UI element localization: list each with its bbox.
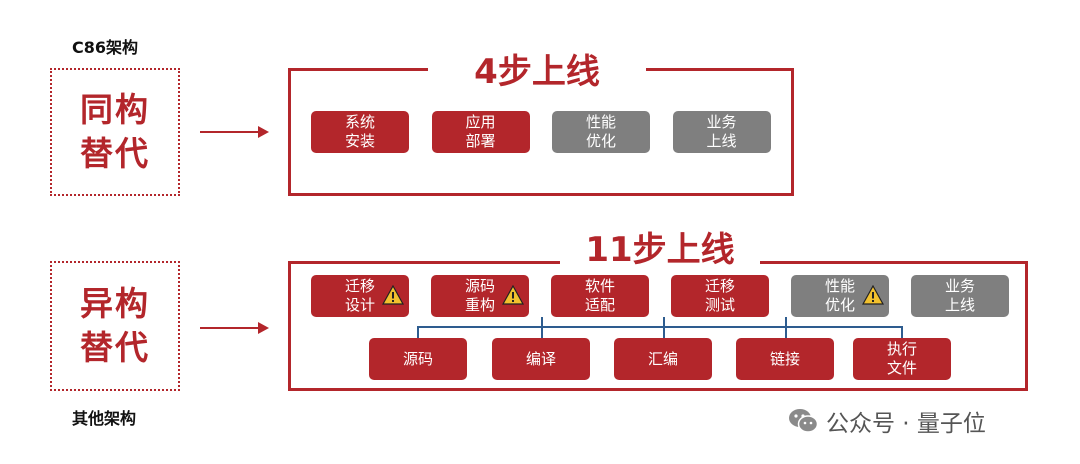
bottom-step-4: 迁移 测试 (671, 275, 769, 317)
top-step-3: 性能 优化 (552, 111, 650, 153)
homogeneous-line1: 同构 (80, 90, 150, 129)
bottom-step-6: 业务 上线 (911, 275, 1009, 317)
substep-step-4: 链接 (736, 338, 834, 380)
warning-icon (381, 284, 405, 305)
bottom-frame-gap (560, 254, 760, 268)
substep-step-2: 编译 (492, 338, 590, 380)
top-step-label: 系统 安装 (344, 113, 375, 150)
top-arrow-line (200, 131, 260, 133)
top-step-4: 业务 上线 (672, 111, 771, 153)
warning-icon (501, 284, 525, 305)
other-arch-label: 其他架构 (72, 409, 137, 428)
substep-step-label: 编译 (525, 349, 556, 368)
substep-step-label: 汇编 (647, 349, 678, 368)
substep-step-label: 执行 文件 (886, 340, 917, 377)
top-arrow-head (258, 126, 269, 138)
warning-icon (861, 284, 885, 305)
bottom-arrow-line (200, 327, 260, 329)
bottom-arrow-head (258, 322, 269, 334)
connector-up-3 (785, 317, 787, 327)
substep-step-label: 源码 (402, 349, 433, 368)
substep-connector-bar (417, 326, 903, 328)
top-step-label: 性能 优化 (585, 113, 616, 150)
top-frame-gap (428, 60, 646, 74)
bottom-step-label: 软件 适配 (584, 277, 615, 314)
top-step-label: 业务 上线 (706, 113, 737, 150)
footer-watermark: 公众号 · 量子位 (788, 404, 986, 438)
bottom-steps-title: 11步上线 (585, 230, 735, 270)
bottom-step-label: 迁移 设计 (344, 277, 375, 314)
connector-up-1 (541, 317, 543, 327)
bottom-step-label: 性能 优化 (824, 277, 855, 314)
heterogeneous-replacement-box: 异构 替代 (50, 261, 180, 391)
heterogeneous-line1: 异构 (80, 284, 150, 323)
top-step-label: 应用 部署 (465, 113, 496, 150)
top-steps-title: 4步上线 (474, 52, 600, 92)
connector-down-2 (541, 326, 543, 338)
top-step-2: 应用 部署 (431, 111, 530, 153)
connector-up-2 (663, 317, 665, 327)
bottom-step-label: 迁移 测试 (704, 277, 735, 314)
substep-step-5: 执行 文件 (853, 338, 951, 380)
bottom-step-label: 业务 上线 (944, 277, 975, 314)
bottom-step-3: 软件 适配 (551, 275, 649, 317)
homogeneous-replacement-box: 同构 替代 (50, 68, 180, 196)
homogeneous-line2: 替代 (80, 134, 150, 173)
heterogeneous-line2: 替代 (80, 328, 150, 367)
footer-text: 公众号 · 量子位 (826, 411, 986, 437)
bottom-step-label: 源码 重构 (464, 277, 495, 314)
substep-step-label: 链接 (769, 349, 800, 368)
top-step-1: 系统 安装 (311, 111, 409, 153)
bottom-step-2: 源码 重构 (431, 275, 529, 317)
connector-down-1 (417, 326, 419, 338)
c86-arch-label: C86架构 (72, 38, 139, 57)
connector-down-5 (901, 326, 903, 338)
substep-step-3: 汇编 (614, 338, 712, 380)
substep-step-1: 源码 (369, 338, 467, 380)
bottom-step-1: 迁移 设计 (311, 275, 409, 317)
wechat-icon (789, 409, 818, 433)
connector-down-4 (785, 326, 787, 338)
bottom-step-5: 性能 优化 (791, 275, 889, 317)
connector-down-3 (663, 326, 665, 338)
